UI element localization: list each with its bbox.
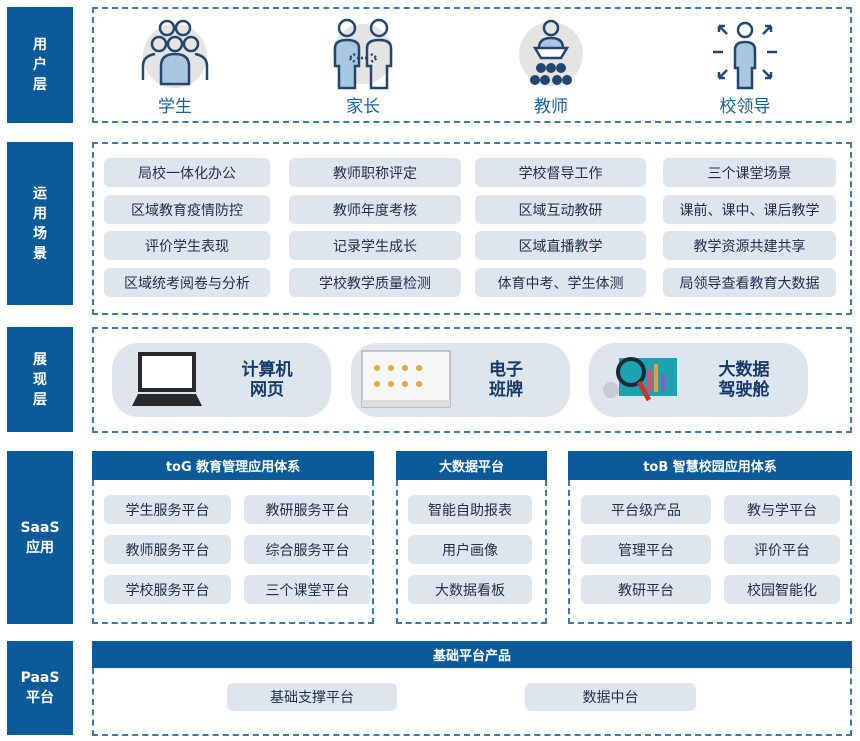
bigdata-item[interactable]: 智能自助报表 — [408, 495, 532, 524]
tob-box — [568, 480, 852, 624]
layer-label-user: 用 户 层 — [7, 7, 73, 123]
user-parent: 家长 — [308, 18, 418, 117]
scene-item[interactable]: 区域直播教学 — [475, 231, 646, 260]
layer-label-saas: SaaS 应用 — [7, 451, 73, 624]
scene-item[interactable]: 评价学生表现 — [104, 231, 270, 260]
tob-header: toB 智慧校园应用体系 — [568, 451, 852, 480]
scene-layer-box — [92, 142, 852, 315]
scene-item[interactable]: 课前、课中、课后教学 — [663, 195, 836, 224]
display-class-board: 电子班牌 — [351, 343, 570, 417]
tog-item[interactable]: 三个课堂平台 — [244, 575, 371, 604]
leader-icon — [713, 21, 777, 90]
tob-item[interactable]: 教研平台 — [581, 575, 711, 604]
scene-item[interactable]: 区域教育疫情防控 — [104, 195, 270, 224]
scene-item[interactable]: 体育中考、学生体测 — [475, 268, 646, 297]
scene-item[interactable]: 局校一体化办公 — [104, 158, 270, 187]
laptop-icon — [132, 352, 202, 406]
display-label: 计算机 — [241, 360, 293, 380]
display-computer: 计算机网页 — [112, 343, 331, 417]
parents-icon — [333, 18, 393, 90]
bigdata-header: 大数据平台 — [396, 451, 547, 480]
bigdata-box — [396, 480, 547, 624]
class-board-icon — [361, 350, 451, 408]
scene-item[interactable]: 记录学生成长 — [289, 231, 461, 260]
tob-item[interactable]: 评价平台 — [724, 535, 840, 564]
students-icon — [141, 19, 209, 88]
scene-item[interactable]: 教师职称评定 — [289, 158, 461, 187]
tog-header: toG 教育管理应用体系 — [92, 451, 374, 480]
dashboard-icon — [603, 357, 677, 402]
display-label: 电子 — [489, 360, 523, 380]
tob-item[interactable]: 管理平台 — [581, 535, 711, 564]
scene-item[interactable]: 区域统考阅卷与分析 — [104, 268, 270, 297]
scene-item[interactable]: 教师年度考核 — [289, 195, 461, 224]
user-layer-box — [92, 7, 852, 123]
display-layer-box — [92, 327, 852, 433]
tog-item[interactable]: 教师服务平台 — [104, 535, 231, 564]
teacher-icon — [519, 19, 583, 86]
display-label: 大数据 — [718, 360, 770, 380]
tog-item[interactable]: 学校服务平台 — [104, 575, 231, 604]
scene-item[interactable]: 教学资源共建共享 — [663, 231, 836, 260]
bigdata-item[interactable]: 用户画像 — [408, 535, 532, 564]
display-dashboard: 大数据驾驶舱 — [589, 343, 808, 417]
display-label: 班牌 — [489, 380, 523, 400]
paas-header: 基础平台产品 — [92, 641, 852, 668]
bigdata-item[interactable]: 大数据看板 — [408, 575, 532, 604]
tob-item[interactable]: 平台级产品 — [581, 495, 711, 524]
user-student: 学生 — [120, 18, 230, 117]
display-label: 网页 — [250, 380, 284, 400]
tog-box — [92, 480, 374, 624]
tog-item[interactable]: 学生服务平台 — [104, 495, 231, 524]
layer-label-display: 展 现 层 — [7, 327, 73, 432]
tob-item[interactable]: 教与学平台 — [724, 495, 840, 524]
tog-item[interactable]: 综合服务平台 — [244, 535, 371, 564]
user-label: 教师 — [534, 97, 568, 117]
layer-label-scene: 运 用 场 景 — [7, 142, 73, 305]
scene-item[interactable]: 局领导查看教育大数据 — [663, 268, 836, 297]
tob-item[interactable]: 校园智能化 — [724, 575, 840, 604]
user-label: 家长 — [346, 97, 380, 117]
display-label: 驾驶舱 — [718, 380, 770, 400]
scene-item[interactable]: 学校教学质量检测 — [289, 268, 461, 297]
user-label: 校领导 — [719, 97, 771, 117]
user-teacher: 教师 — [496, 18, 606, 117]
scene-item[interactable]: 学校督导工作 — [475, 158, 646, 187]
paas-item[interactable]: 基础支撑平台 — [227, 683, 397, 711]
paas-item[interactable]: 数据中台 — [525, 683, 696, 711]
user-principal: 校领导 — [690, 18, 800, 117]
paas-box — [92, 668, 852, 736]
tog-item[interactable]: 教研服务平台 — [244, 495, 371, 524]
layer-label-paas: PaaS 平台 — [7, 641, 73, 735]
user-label: 学生 — [158, 97, 192, 117]
scene-item[interactable]: 三个课堂场景 — [663, 158, 836, 187]
scene-item[interactable]: 区域互动教研 — [475, 195, 646, 224]
